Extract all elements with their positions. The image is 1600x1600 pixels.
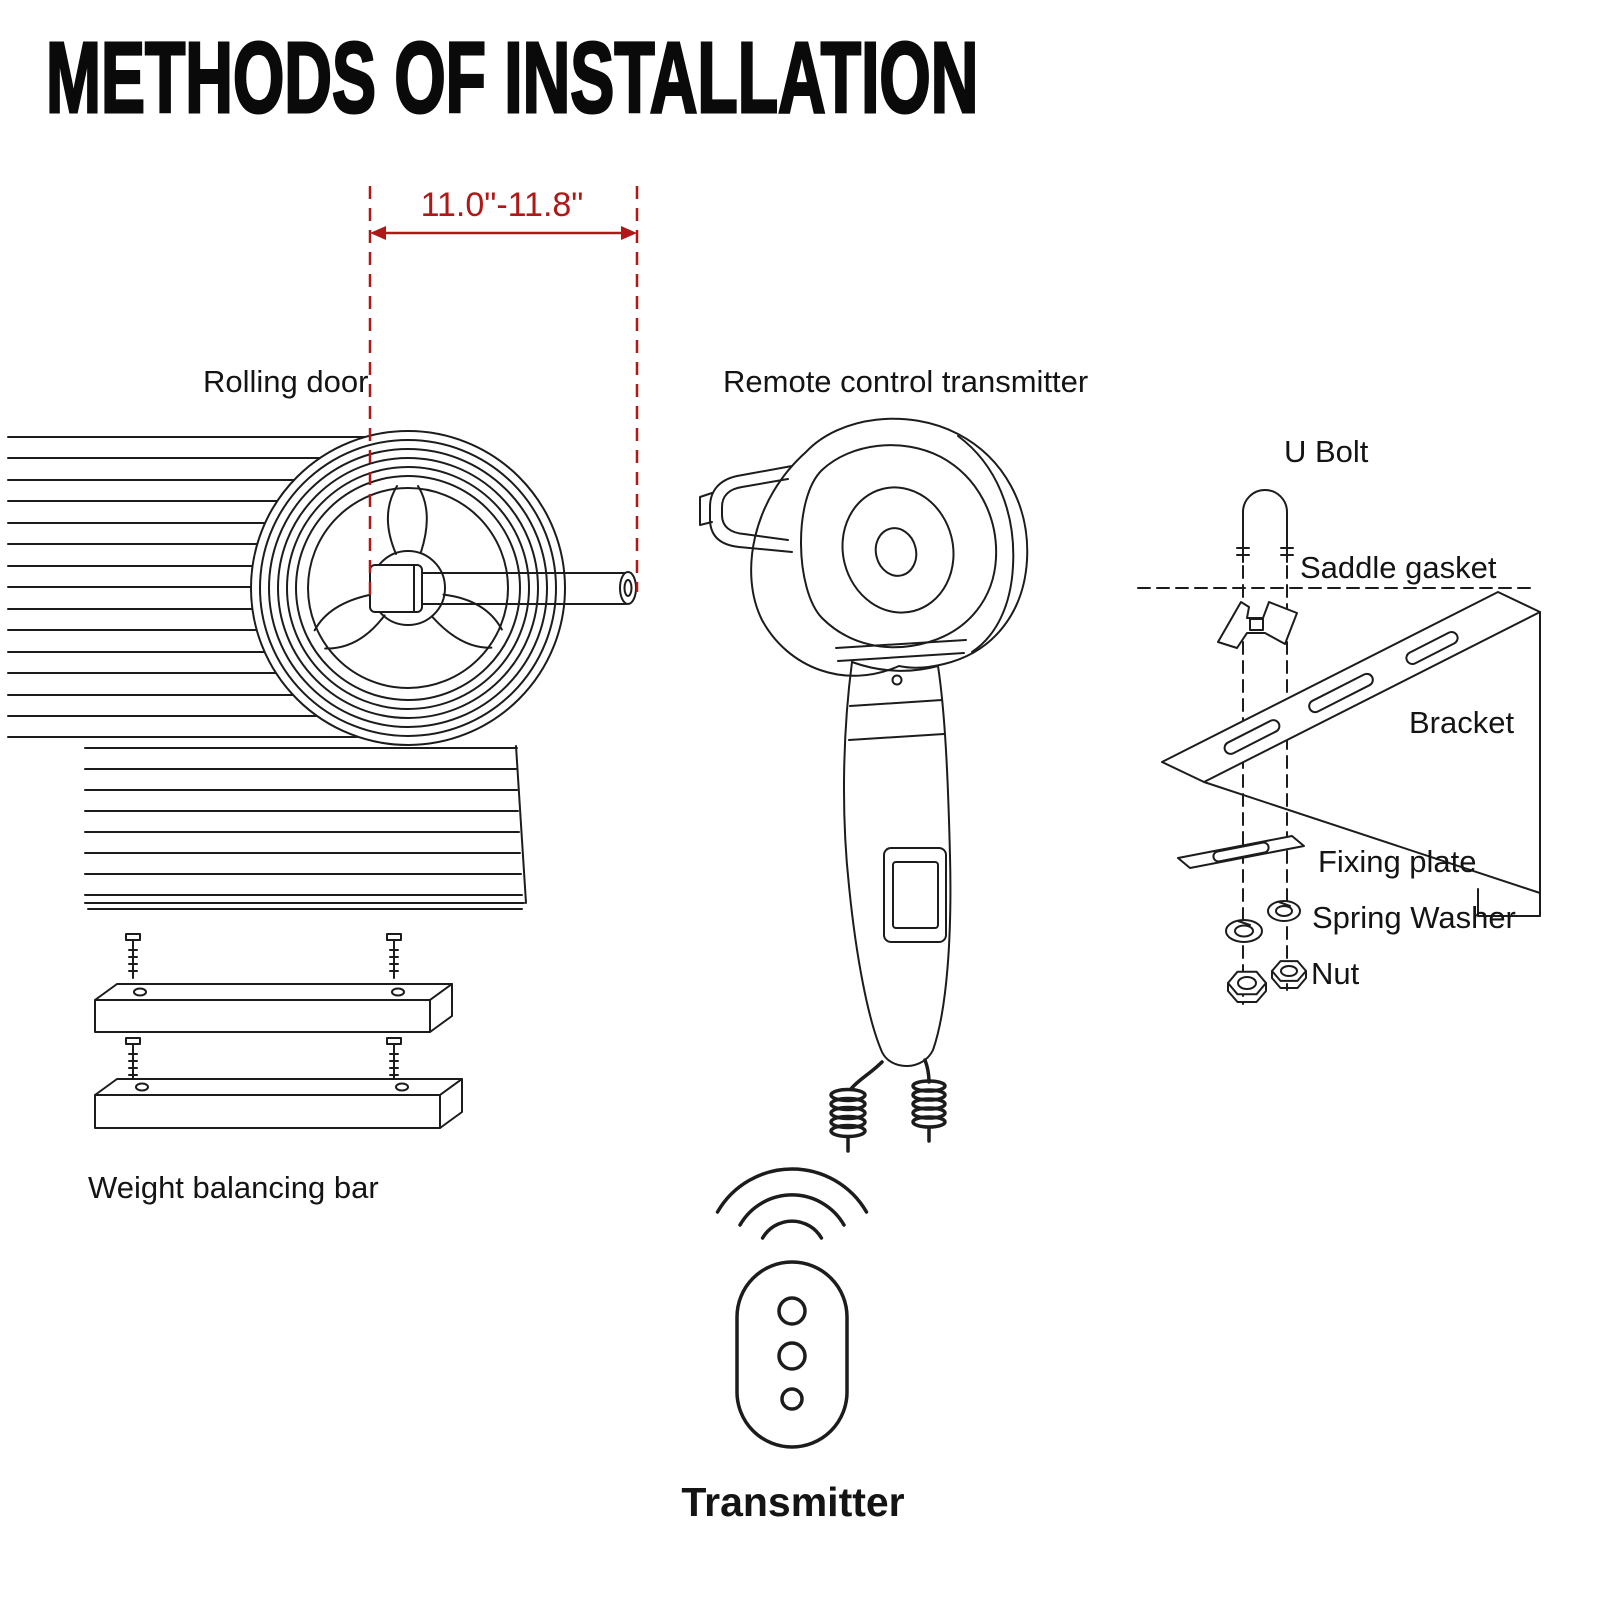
label-rolling-door: Rolling door [203, 364, 368, 399]
motor-body-top [851, 661, 939, 672]
drum-spoke-ring [307, 487, 509, 689]
motor-head-outline [750, 417, 1029, 677]
saddle-gasket [1217, 601, 1298, 649]
bar-hole [395, 1082, 409, 1092]
dimension-value: 11.0"-11.8" [421, 186, 584, 224]
bar-hole [135, 1082, 149, 1092]
shaft-end-cap [619, 571, 637, 605]
bar-side-face [429, 983, 453, 1033]
hex-nut [1271, 960, 1307, 989]
motor-screw [891, 674, 903, 686]
drum-spoke [313, 593, 386, 650]
remote-button [777, 1296, 807, 1326]
u-bolt-threads [1236, 547, 1294, 556]
bracket-slot [1223, 719, 1281, 755]
motor-unit-drawing [699, 417, 1029, 1153]
weight-bar [94, 1078, 463, 1129]
bar-top-face [94, 1078, 463, 1096]
motor-body-outline [842, 661, 952, 1067]
bar-top-face [94, 983, 453, 1001]
door-curtain-slats [84, 745, 527, 910]
bracket-side-plate-notch [1477, 888, 1541, 917]
motor-body-lines [848, 699, 945, 741]
bracket-slot [1308, 672, 1374, 714]
dimension-arrow [621, 226, 637, 240]
label-transmitter: Transmitter [681, 1479, 904, 1525]
hex-nut [1227, 970, 1267, 1003]
label-spring-washer: Spring Washer [1312, 900, 1516, 935]
screw [125, 933, 141, 979]
drum-spoke [386, 485, 428, 555]
screw [125, 1037, 141, 1083]
bar-hole [133, 987, 147, 997]
weight-balancing-bar-drawing [94, 933, 463, 1129]
motor-band [835, 639, 967, 662]
drum-ring [268, 448, 548, 728]
motor-panel [883, 847, 947, 943]
label-nut: Nut [1311, 956, 1360, 991]
screw [386, 1037, 402, 1083]
shaft-end-cap-inner [623, 579, 633, 597]
fixing-plate-slot [1212, 841, 1270, 863]
door-coil-slats [7, 436, 399, 738]
bracket-bar [1161, 591, 1541, 783]
label-bracket: Bracket [1409, 705, 1514, 740]
u-bolt [1242, 489, 1288, 563]
door-shaft [421, 572, 627, 605]
drum-ring [295, 475, 521, 701]
spring-washer [1267, 900, 1301, 922]
door-drum [250, 430, 637, 746]
label-saddle-gasket: Saddle gasket [1300, 550, 1497, 585]
motor-mount-clamp-inner [721, 478, 789, 541]
motor-head-inner-ring [800, 444, 998, 649]
weight-bar [94, 983, 453, 1033]
wireless-signal-icon [715, 1167, 869, 1240]
remote-button [780, 1387, 804, 1411]
label-remote-control-transmitter: Remote control transmitter [723, 364, 1088, 399]
screw [386, 933, 402, 979]
motor-head-rim [957, 435, 1015, 653]
bar-front-face [94, 999, 431, 1033]
drum-ring [259, 439, 557, 737]
bar-side-face [439, 1078, 463, 1129]
motor-mount-clamp [709, 465, 793, 553]
fixing-plate [1177, 835, 1305, 869]
label-u-bolt: U Bolt [1284, 434, 1369, 469]
bar-front-face [94, 1094, 441, 1129]
drum-ring [277, 457, 539, 719]
motor-hub [841, 486, 955, 614]
page-title: METHODS OF INSTALLATION [46, 21, 978, 133]
spring-washer [1225, 919, 1263, 943]
dimension-annotation: 11.0"-11.8" [368, 186, 639, 598]
motor-panel-window [892, 861, 939, 929]
drum-ring [286, 466, 530, 710]
drum-spoke [431, 593, 503, 649]
motor-hub-center [874, 527, 918, 577]
motor-cable [923, 1058, 931, 1084]
remote-button [777, 1341, 807, 1371]
coil-plug [911, 1079, 947, 1143]
rolling-door-drawing [7, 430, 637, 910]
remote-body [735, 1260, 849, 1449]
transmitter-drawing [715, 1167, 869, 1449]
label-weight-balancing-bar: Weight balancing bar [88, 1170, 379, 1205]
motor-mount-end [699, 492, 713, 526]
bracket-assembly-drawing [1137, 489, 1541, 1005]
coil-plug [829, 1087, 867, 1153]
motor-cable [849, 1060, 884, 1091]
label-fixing-plate: Fixing plate [1318, 844, 1477, 879]
bar-hole [391, 987, 405, 997]
dimension-arrow [370, 226, 386, 240]
bracket-slot [1405, 631, 1459, 665]
saddle-gasket-hole [1249, 618, 1264, 631]
